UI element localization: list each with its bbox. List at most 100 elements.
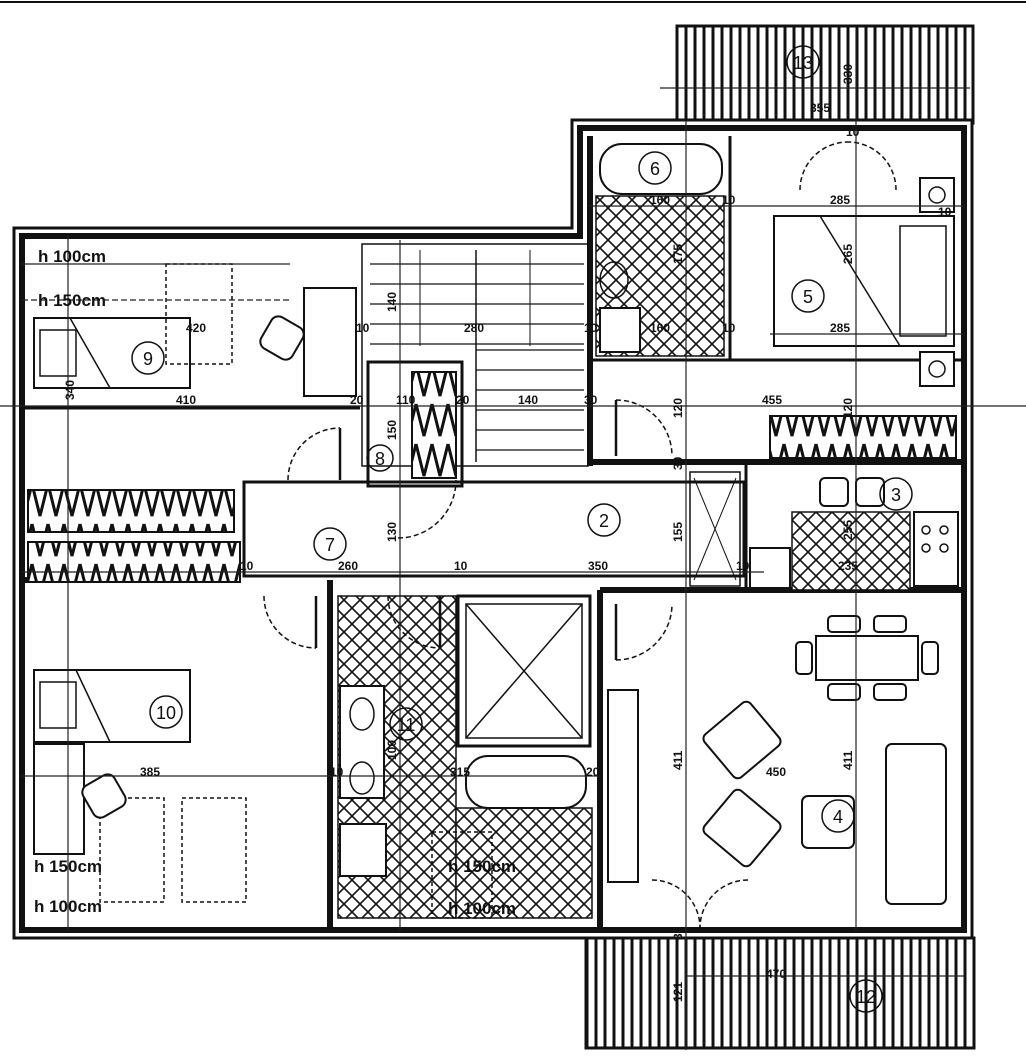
dim-450: 450 (766, 765, 786, 779)
dim-20-b: 20 (456, 393, 470, 407)
dim-455: 455 (762, 393, 782, 407)
room-label-12: 12 (856, 987, 876, 1007)
dim-10-top: 10 (846, 125, 860, 139)
dim-160-bath: 160 (650, 321, 670, 335)
room-label-13: 13 (793, 53, 813, 73)
dim-410: 410 (176, 393, 196, 407)
dim-155: 155 (671, 522, 685, 542)
skylight-room-10-a (99, 797, 165, 903)
outer-wall (19, 125, 967, 933)
dim-175: 175 (671, 244, 685, 264)
dim-140: 140 (518, 393, 538, 407)
dim-315: 315 (450, 765, 470, 779)
dimension-lines (0, 30, 1026, 1050)
label-h150-top: h 150cm (38, 291, 106, 310)
dim-10-corridor-l: 10 (240, 559, 254, 573)
wardrobe-closet-8 (411, 371, 457, 479)
label-h100-bath: h 100cm (448, 899, 516, 918)
dim-340: 340 (63, 380, 77, 400)
balcony-bottom (584, 936, 976, 1050)
dim-330: 330 (841, 64, 855, 84)
dim-30-bottom: 30 (671, 926, 685, 940)
dim-20: 20 (350, 393, 364, 407)
dim-20-bath11: 20 (586, 765, 600, 779)
room-label-3: 3 (891, 485, 901, 505)
room-label-8: 8 (375, 449, 385, 469)
room-label-6: 6 (650, 159, 660, 179)
dim-120-b: 120 (841, 398, 855, 418)
armchair-lower (702, 788, 782, 868)
room-label-7: 7 (325, 535, 335, 555)
coffee-table (801, 795, 855, 849)
dim-10-right: 10 (938, 205, 952, 219)
desk-room-9 (303, 287, 357, 397)
dim-30-a: 30 (584, 393, 598, 407)
label-h150-bottom-left: h 150cm (34, 857, 102, 876)
dimension-labels: 330 355 10 160 10 285 175 265 285 10 280… (63, 64, 952, 1002)
dim-265: 265 (841, 244, 855, 264)
room-markers: 13 6 5 9 8 2 7 3 10 11 4 12 (131, 45, 913, 1013)
room-label-10: 10 (156, 703, 176, 723)
dim-235: 235 (838, 559, 858, 573)
dim-120-a: 120 (671, 398, 685, 418)
room-label-2: 2 (599, 511, 609, 531)
dim-355: 355 (810, 101, 830, 115)
tv-unit (607, 689, 639, 883)
dim-260: 260 (338, 559, 358, 573)
dim-10-bath-b: 10 (722, 321, 736, 335)
label-h100-top: h 100cm (38, 247, 106, 266)
label-h150-bath: h 150cm (448, 857, 516, 876)
room-label-11: 11 (397, 715, 416, 735)
dim-150: 150 (385, 420, 399, 440)
dim-280: 280 (464, 321, 484, 335)
dining-table (795, 615, 939, 701)
dim-420: 420 (186, 321, 206, 335)
armchair-upper (702, 700, 782, 780)
dim-411-b: 411 (841, 750, 855, 770)
dim-255: 255 (841, 520, 855, 540)
skylight-room-10-b (181, 797, 247, 903)
dim-100-bath11: 100 (385, 740, 399, 760)
doors (263, 141, 897, 929)
chair-room-9 (259, 315, 305, 361)
dim-160-top: 160 (650, 193, 670, 207)
dim-10-stairs-r: 10 (584, 321, 598, 335)
fridge (749, 547, 791, 589)
toilet-bath-11 (339, 823, 387, 877)
dim-385: 385 (140, 765, 160, 779)
dim-10-bath: 10 (722, 193, 736, 207)
bed-room-9 (33, 317, 191, 389)
dim-121: 121 (671, 982, 685, 1002)
stove (913, 511, 959, 587)
dim-110: 110 (396, 393, 416, 407)
wardrobe-bedroom-5 (769, 415, 957, 459)
label-h100-bottom-left: h 100cm (34, 897, 102, 916)
vanity-bath-11 (339, 685, 385, 799)
desk-room-10 (33, 743, 85, 855)
dim-140-stairs: 140 (385, 292, 399, 312)
skylight-bath-11 (431, 831, 493, 919)
kitchen-tiles (791, 511, 911, 591)
wardrobe-left-upper (27, 489, 235, 533)
dim-350: 350 (588, 559, 608, 573)
dim-130: 130 (385, 522, 399, 542)
dim-470: 470 (766, 967, 786, 981)
chair-room-10 (81, 773, 127, 819)
dim-411-a: 411 (671, 750, 685, 770)
interior-walls (22, 136, 964, 930)
room-label-4: 4 (833, 807, 843, 827)
kitchen-stool-left (819, 477, 849, 507)
toilet-bath-6 (599, 307, 641, 353)
dim-30-b: 30 (671, 456, 685, 470)
dim-285-top: 285 (830, 193, 850, 207)
wardrobe-left-lower (27, 541, 241, 583)
bathtub-11 (465, 755, 587, 809)
dim-10-corridor-r: 10 (736, 559, 750, 573)
bath-11-tiles-bottom (455, 807, 593, 919)
bed-room-10 (33, 669, 191, 743)
dim-10-bath11-l: 10 (330, 765, 344, 779)
height-labels: h 100cm h 150cm h 150cm h 100cm h 150cm … (34, 247, 516, 918)
room-label-5: 5 (803, 287, 813, 307)
closet-hall (689, 471, 741, 587)
